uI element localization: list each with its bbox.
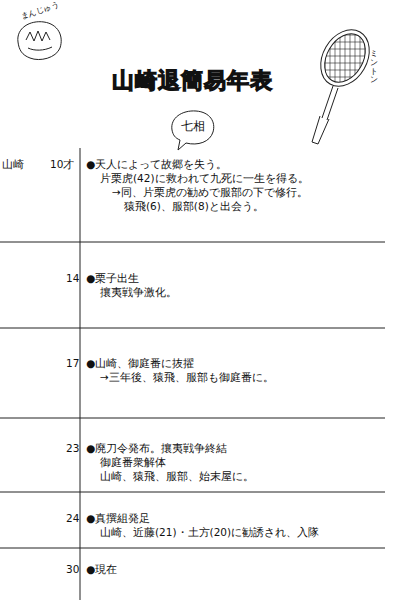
table-cell: 24 [66,512,79,525]
table-cell: 片栗虎(42)に救われて九死に一生を得る。 [100,172,309,185]
doodle-note: まんじゅう [19,0,60,21]
row-rule [0,492,385,493]
table-cell: ●廃刀令発布。攘夷戦争終結 [86,442,227,455]
doodle-blob [18,22,61,60]
table-cell: 17 [66,357,79,370]
table-cell: ●山崎、御庭番に抜擢 [86,357,194,370]
column-rule [80,148,81,600]
table-cell: 山崎、近藤(21)・土方(20)に勧誘され、入隊 [100,526,319,539]
table-cell: ●現在 [86,563,117,576]
table-cell: ●栗子出生 [86,272,139,285]
table-cell: 14 [66,272,79,285]
table-cell: 23 [66,442,79,455]
racket-illustration [310,20,380,144]
row-rule [0,418,385,419]
table-cell: ●真撰組発足 [86,512,150,525]
row-rule [0,548,385,549]
doodle-scribble [26,31,52,50]
row-rule [0,328,385,329]
table-cell: 猿飛(6)、服部(8)と出会う。 [124,200,264,213]
table-cell: 山崎 [2,158,24,171]
table-cell: ●天人によって故郷を失う。 [86,158,227,171]
racket-note: ミントン [370,50,378,85]
page-title: 山崎退簡易年表 [112,66,273,96]
table-cell: 30 [66,563,79,576]
table-cell: 10才 [50,158,74,171]
bubble-note: 七相 [181,119,205,133]
table-cell: 山崎、猿飛、服部、始末屋に。 [100,470,254,483]
row-rule [0,242,385,243]
table-cell: 御庭番衆解体 [100,456,166,469]
speech-bubble [172,111,214,150]
table-cell: 攘夷戦争激化。 [100,286,177,299]
table-cell: →同、片栗虎の勧めで服部の下で修行。 [112,186,308,199]
table-cell: →三年後、猿飛、服部も御庭番に。 [100,371,274,384]
